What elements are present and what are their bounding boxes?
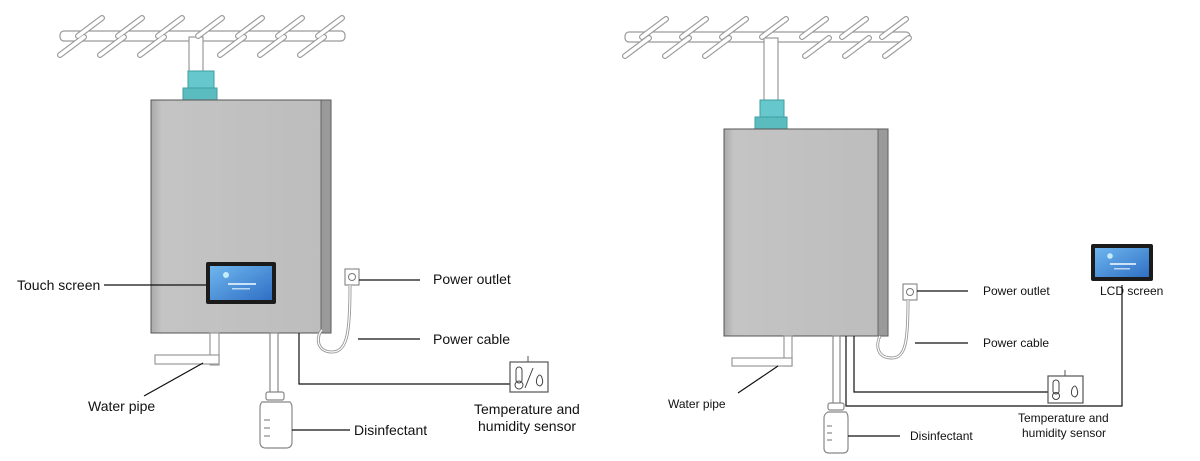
left-spray-manifold xyxy=(57,15,346,74)
left-label-water-pipe: Water pipe xyxy=(88,398,155,414)
left-water-pipe xyxy=(154,332,220,366)
right-power-outlet-box xyxy=(902,283,918,301)
left-label-touch-screen: Touch screen xyxy=(17,277,100,293)
left-sensor-cable xyxy=(298,333,510,385)
left-temperature-humidity-sensor-icon xyxy=(509,356,549,393)
right-pipe-connector xyxy=(754,99,788,130)
left-disinfectant-bottle xyxy=(259,332,293,449)
right-lcd-cable xyxy=(845,285,1123,407)
right-label-power-cable: Power cable xyxy=(983,336,1049,350)
left-touch-screen xyxy=(206,262,276,304)
left-power-outlet-box xyxy=(344,268,360,286)
right-label-water-pipe: Water pipe xyxy=(668,397,726,411)
right-label-temp-sensor-1: Temperature and xyxy=(1018,411,1109,425)
right-leader-lines xyxy=(737,290,968,437)
right-cabinet xyxy=(723,128,889,337)
right-label-power-outlet: Power outlet xyxy=(983,284,1050,298)
right-label-lcd-screen: LCD screen xyxy=(1100,284,1163,298)
right-label-temp-sensor-2: humidity sensor xyxy=(1022,426,1106,440)
right-temperature-humidity-sensor-icon xyxy=(1047,370,1084,404)
right-label-disinfectant: Disinfectant xyxy=(910,429,973,443)
right-diagram: LCD screen Power outlet Power cable Wate… xyxy=(622,16,1163,454)
left-label-power-cable: Power cable xyxy=(433,331,510,347)
right-spray-manifold xyxy=(622,16,912,105)
left-label-temp-sensor-1: Temperature and xyxy=(474,401,580,417)
right-water-pipe xyxy=(731,335,793,367)
left-leader-lines xyxy=(104,279,420,431)
left-label-power-outlet: Power outlet xyxy=(433,271,511,287)
left-pipe-connector xyxy=(182,70,218,101)
left-label-temp-sensor-2: humidity sensor xyxy=(478,418,576,434)
right-sensor-cable xyxy=(853,336,1048,393)
left-label-disinfectant: Disinfectant xyxy=(354,422,427,438)
right-lcd-screen xyxy=(1091,244,1153,281)
right-disinfectant-bottle xyxy=(823,335,849,454)
left-diagram: Touch screen Power outlet Power cable Wa… xyxy=(17,15,580,449)
